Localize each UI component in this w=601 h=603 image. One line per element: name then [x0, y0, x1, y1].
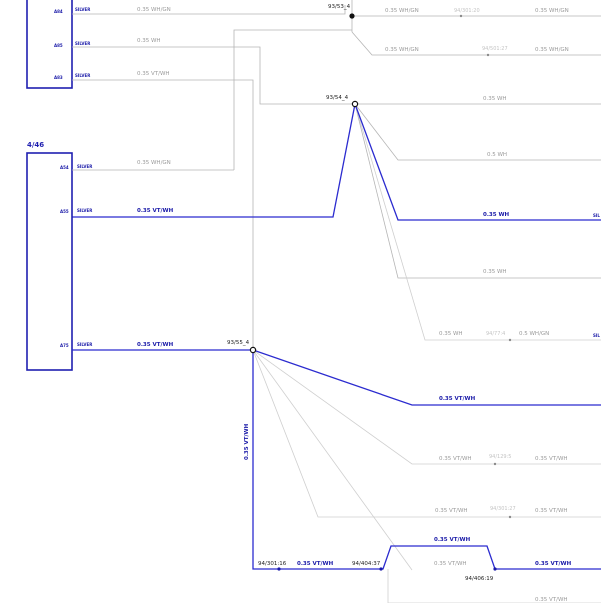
- pin-material: SILVER: [77, 208, 92, 213]
- pin-label: A55: [60, 209, 69, 214]
- connector-label: 4/46: [27, 141, 44, 149]
- wire-tag: SIL: [593, 333, 600, 338]
- wire-s3-right-2[interactable]: [252, 349, 601, 465]
- wire-label: 94/406:19: [465, 576, 494, 582]
- wire-label: 0.35 VT/WH: [535, 508, 568, 514]
- inline-splice: [379, 567, 383, 571]
- wire-label: 94/301:27: [490, 506, 516, 512]
- wire-label: 94/301:20: [454, 8, 480, 14]
- wire-label: 0.35 VT/WH: [439, 396, 476, 402]
- splice-93-54-4[interactable]: [351, 100, 359, 108]
- wire-label: 0.35 WH/GN: [137, 160, 171, 166]
- pin-material: SILVER: [77, 164, 92, 169]
- wire-label: 0.35 VT/WH: [137, 342, 174, 348]
- wire-label: 0.35 WH: [439, 331, 463, 337]
- wire-label: 0.35 WH/GN: [137, 7, 171, 13]
- wire-label: 94/129:5: [489, 454, 511, 460]
- wire-a84[interactable]: [72, 5, 346, 15]
- wire-label: 0.35 WH: [137, 38, 161, 44]
- wire-label: 0.35 WH/GN: [535, 8, 569, 14]
- wire-label: 0.35 VT/WH: [137, 208, 174, 214]
- inline-splice: [277, 567, 281, 571]
- wire-a85[interactable]: [72, 46, 355, 105]
- wire-s2-right-5[interactable]: [354, 103, 601, 341]
- wire-label: 0.35 VT/WH: [137, 71, 170, 77]
- wire-label: 0.35 WH: [483, 212, 510, 218]
- wire-s3-right-x[interactable]: [252, 349, 413, 571]
- wire-s2-right-4[interactable]: [354, 103, 601, 279]
- main-connector-4-46[interactable]: [26, 152, 73, 371]
- wire-label: 0.35 VT/WH: [434, 561, 467, 567]
- wire-label: 0.35 VT/WH: [434, 537, 471, 543]
- wire-label: 94/301:16: [258, 561, 287, 567]
- wire-label: 94/404:37: [352, 561, 381, 567]
- top-connector[interactable]: [26, 0, 73, 89]
- wire-label: 0.35 VT/WH: [535, 561, 572, 567]
- inline-splice: [493, 462, 497, 466]
- splice-label: 93/53_4: [328, 4, 351, 10]
- splice-93-55-4[interactable]: [249, 346, 257, 354]
- pin-label: A75: [60, 343, 69, 348]
- vertical-wire-label: 0.35 VT/WH: [244, 423, 250, 460]
- wire-label: 0.35 WH: [483, 96, 507, 102]
- wire-a54-route[interactable]: [233, 29, 352, 170]
- splice-label: 93/54_4: [326, 95, 349, 101]
- pin-label: A84: [54, 9, 63, 14]
- wire-label: 0.35 VT/WH: [535, 456, 568, 462]
- wire-label: 0.35 VT/WH: [297, 561, 334, 567]
- wire-label: 94/501:27: [482, 46, 508, 52]
- wire-label: 0.5 WH/GN: [519, 331, 549, 337]
- inline-splice: [493, 567, 497, 571]
- wire-s3-right-3[interactable]: [252, 349, 601, 518]
- wire-a83[interactable]: [72, 79, 254, 348]
- pin-material: SILVER: [75, 73, 90, 78]
- wire-label: 0.35 VT/WH: [439, 456, 472, 462]
- wire-a75-active[interactable]: [72, 349, 601, 406]
- wire-tag: SIL: [593, 213, 600, 218]
- wire-label: 0.35 WH/GN: [385, 8, 419, 14]
- pin-material: SILVER: [77, 342, 92, 347]
- wire-label: 0.35 WH/GN: [385, 47, 419, 53]
- splice-label: 93/55_4: [227, 340, 250, 346]
- wire-label: 94/77:4: [486, 331, 505, 337]
- inline-splice: [508, 515, 512, 519]
- wire-label: 0.35 WH: [483, 269, 507, 275]
- pin-label: A83: [54, 75, 63, 80]
- wire-label: 0.35 VT/WH: [435, 508, 468, 514]
- inline-splice: [486, 53, 490, 57]
- wire-label: 0.35 WH/GN: [535, 47, 569, 53]
- pin-material: SILVER: [75, 41, 90, 46]
- pin-label: A54: [60, 165, 69, 170]
- splice-93-53-4[interactable]: [349, 13, 355, 19]
- wire-label: 0.5 WH: [487, 152, 507, 158]
- wire-s2-right-2[interactable]: [354, 103, 601, 161]
- pin-label: A85: [54, 43, 63, 48]
- pin-material: SILVER: [75, 7, 90, 12]
- inline-splice: [508, 338, 512, 342]
- inline-splice: [459, 14, 463, 18]
- wire-label: 0.35 VT/WH: [535, 597, 568, 603]
- wire-s1-right-2[interactable]: [351, 31, 601, 56]
